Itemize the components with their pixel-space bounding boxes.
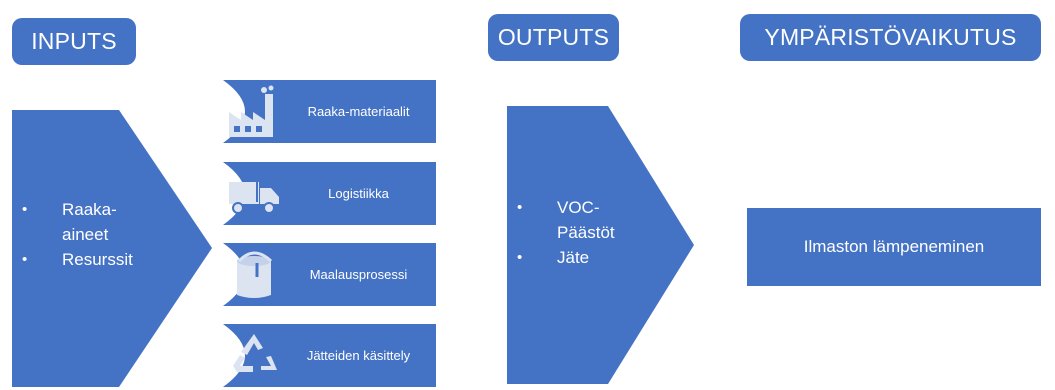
- process-step-raw-materials: Raaka-materiaalit: [223, 80, 436, 143]
- process-step-painting: Maalausprosessi: [223, 243, 436, 306]
- paint-can-icon: [237, 251, 273, 298]
- process-step-label: Logistiikka: [328, 185, 389, 201]
- process-step-waste-handling: Jätteiden käsittely: [223, 324, 436, 387]
- truck-icon: [229, 178, 279, 214]
- input-item: Resurssit: [22, 247, 152, 272]
- process-step-label: Raaka-materiaalit: [307, 103, 410, 119]
- input-item: Raaka-aineet: [22, 197, 122, 247]
- outputs-header: OUTPUTS: [488, 14, 619, 61]
- inputs-header: INPUTS: [12, 18, 136, 65]
- output-item: VOC-Päästöt: [517, 195, 627, 245]
- recycle-icon: [233, 334, 277, 372]
- inputs-list: Raaka-aineet Resurssit: [22, 197, 152, 272]
- environmental-impact-box: Ilmaston lämpeneminen: [747, 208, 1041, 286]
- process-step-logistics: Logistiikka: [223, 162, 436, 225]
- process-step-label: Maalausprosessi: [309, 266, 408, 282]
- environmental-impact-header: YMPÄRISTÖVAIKUTUS: [740, 14, 1041, 61]
- output-item: Jäte: [517, 245, 627, 270]
- process-step-label: Jätteiden käsittely: [306, 347, 411, 363]
- environmental-impact-label: Ilmaston lämpeneminen: [803, 237, 985, 256]
- outputs-list: VOC-Päästöt Jäte: [517, 195, 627, 270]
- factory-icon: [229, 85, 274, 137]
